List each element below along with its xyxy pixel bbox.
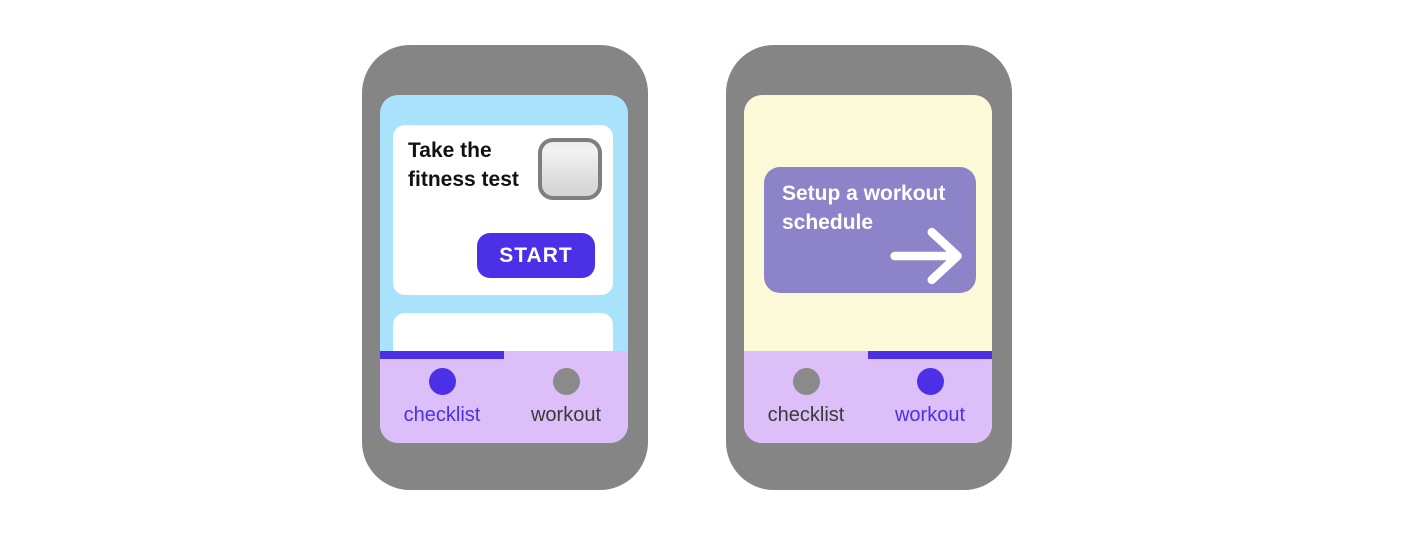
checklist-dot-icon <box>428 368 456 395</box>
active-tab-indicator <box>868 351 992 359</box>
task-title-line2: fitness test <box>408 168 519 191</box>
arrow-right-icon <box>888 225 968 287</box>
schedule-title-line1: Setup a workout <box>782 182 946 205</box>
phone-workout: Setup a workout schedule checklist <box>726 45 1012 490</box>
schedule-title-line2: schedule <box>782 211 874 234</box>
task-card-title: Take the fitness test <box>408 136 519 194</box>
next-task-peek-card <box>393 313 613 351</box>
tab-checklist[interactable]: checklist <box>744 351 868 443</box>
tab-workout[interactable]: workout <box>868 351 992 443</box>
tab-checklist[interactable]: checklist <box>380 351 504 443</box>
fitness-test-card: Take the fitness test START <box>393 125 613 295</box>
checklist-screen: Take the fitness test START checklist wo… <box>380 95 628 443</box>
workout-dot-icon <box>916 368 944 395</box>
checklist-dot-icon <box>792 368 820 395</box>
tab-bar: checklist workout <box>744 351 992 443</box>
task-title-line1: Take the <box>408 139 492 162</box>
checkbox-unchecked-icon[interactable] <box>538 138 602 200</box>
tab-bar: checklist workout <box>380 351 628 443</box>
start-button[interactable]: START <box>477 233 595 278</box>
tab-workout[interactable]: workout <box>504 351 628 443</box>
tab-label-checklist: checklist <box>403 404 481 426</box>
workout-dot-icon <box>552 368 580 395</box>
tab-label-checklist: checklist <box>767 404 845 426</box>
schedule-card-title: Setup a workout schedule <box>782 179 945 237</box>
tab-label-workout: workout <box>894 404 966 426</box>
tab-label-workout: workout <box>530 404 602 426</box>
setup-schedule-card[interactable]: Setup a workout schedule <box>764 167 976 293</box>
checklist-content: Take the fitness test START <box>380 95 628 351</box>
workout-content: Setup a workout schedule <box>744 95 992 351</box>
phone-checklist: Take the fitness test START checklist wo… <box>362 45 648 490</box>
active-tab-indicator <box>380 351 504 359</box>
workout-screen: Setup a workout schedule checklist <box>744 95 992 443</box>
